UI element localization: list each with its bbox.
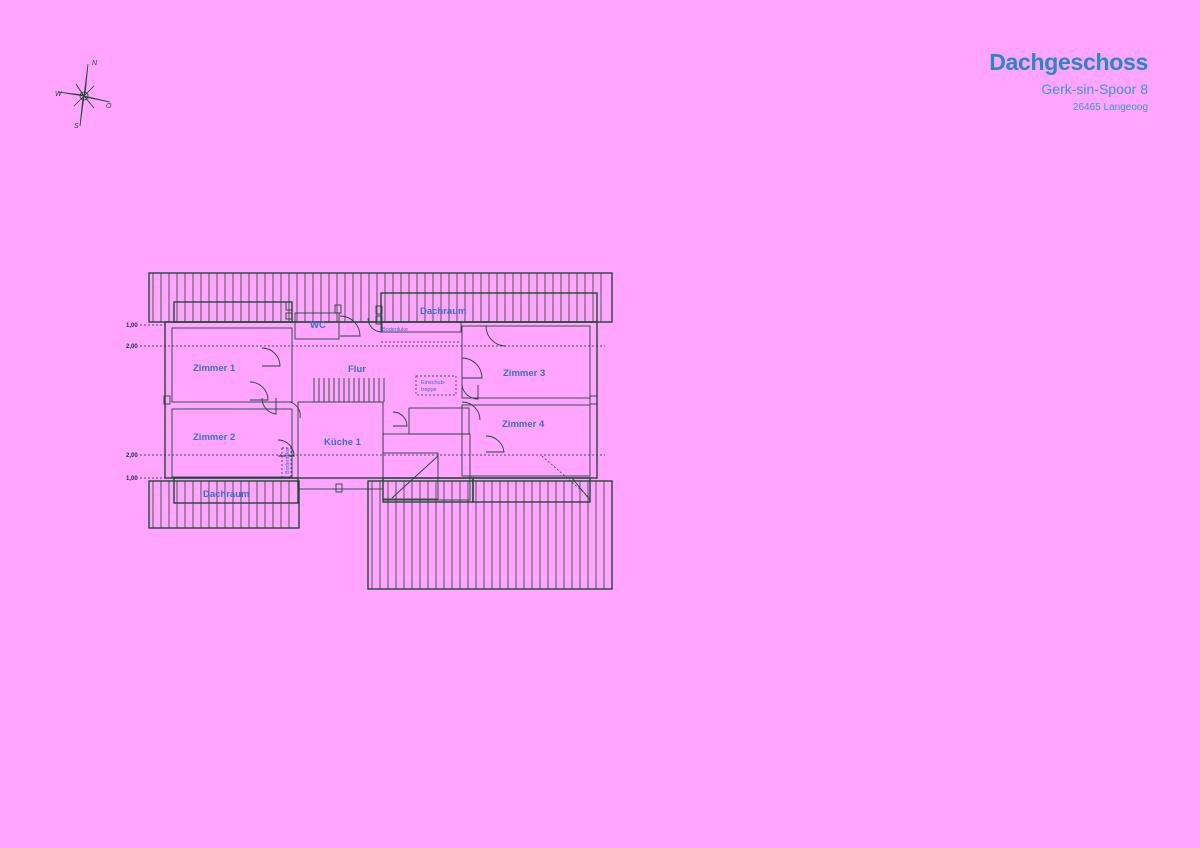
room-label-zimmer-2: Zimmer 2 [193,432,235,443]
room-label-wc: WC [310,320,326,331]
level-label-3: 2,00 [126,453,138,459]
label-bodenluke-top: Bodenluke [382,327,408,333]
compass-o-label: O [106,103,112,110]
plan-title: Dachgeschoss [989,49,1148,75]
level-label-1: 1,00 [126,323,138,329]
label-einschub-1: Einschub- [421,380,446,386]
address-street: Gerk-sin-Spoor 8 [1041,81,1148,97]
label-einschub-2: treppe [421,387,437,393]
compass-w-label: W [55,91,63,98]
label-bodenluke-side: Bodenluke [285,448,291,474]
room-label-flur: Flur [348,364,366,375]
stairs [313,378,385,402]
level-label-2: 2,00 [126,344,138,350]
room-label-dachraum-top: Dachraum [420,306,466,317]
level-label-4: 1,00 [126,476,138,482]
room-label-zimmer-4: Zimmer 4 [502,419,545,430]
room-label-zimmer-3: Zimmer 3 [503,368,545,379]
title-block: Dachgeschoss Gerk-sin-Spoor 8 26465 Lang… [989,48,1148,114]
room-label-dachraum-bottom: Dachraum [203,489,249,500]
walls [163,292,598,504]
compass-n-label: N [92,60,98,67]
room-label-zimmer-1: Zimmer 1 [193,363,236,374]
roof-tiles [152,273,605,589]
level-lines [140,324,605,479]
address-city: 26465 Langeoog [1072,102,1148,113]
compass-rose-icon: N S W O [55,60,112,130]
compass-s-label: S [74,123,79,130]
room-label-kueche: Küche 1 [324,437,362,448]
